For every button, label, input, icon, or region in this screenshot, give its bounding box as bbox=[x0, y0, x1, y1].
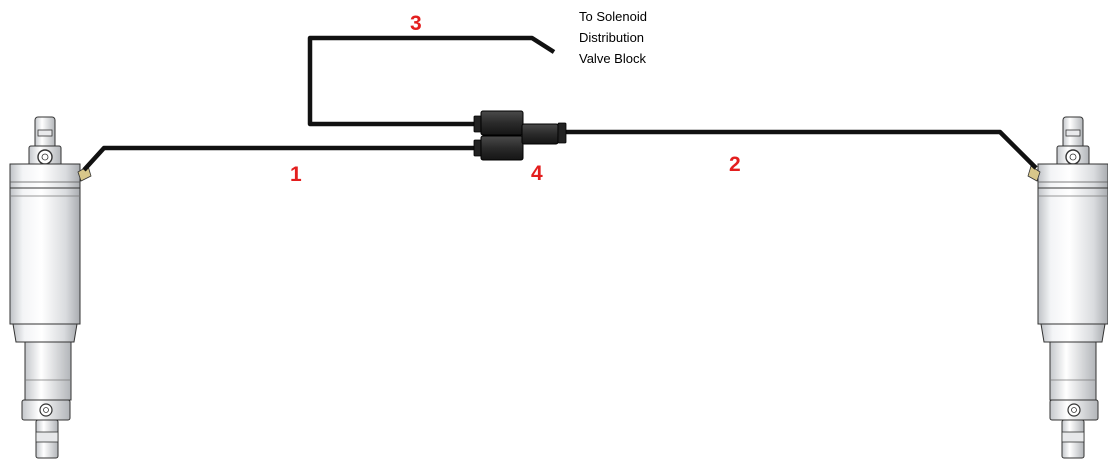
air-line-1 bbox=[82, 145, 478, 172]
left-shock-absorber-icon bbox=[9, 116, 92, 459]
line-3-label: 3 bbox=[410, 12, 422, 35]
fitting-4-label: 4 bbox=[531, 162, 543, 185]
air-line-3 bbox=[307, 35, 556, 127]
tee-connector-icon bbox=[473, 110, 567, 161]
line-2-label: 2 bbox=[729, 153, 741, 176]
note-line-1: To Solenoid bbox=[579, 9, 647, 24]
air-line-2 bbox=[562, 129, 1038, 170]
line-1-label: 1 bbox=[290, 163, 302, 186]
destination-note: To Solenoid Distribution Valve Block bbox=[579, 9, 647, 66]
note-line-2: Distribution bbox=[579, 30, 644, 45]
note-line-3: Valve Block bbox=[579, 51, 646, 66]
right-shock-absorber-icon bbox=[1027, 116, 1108, 459]
